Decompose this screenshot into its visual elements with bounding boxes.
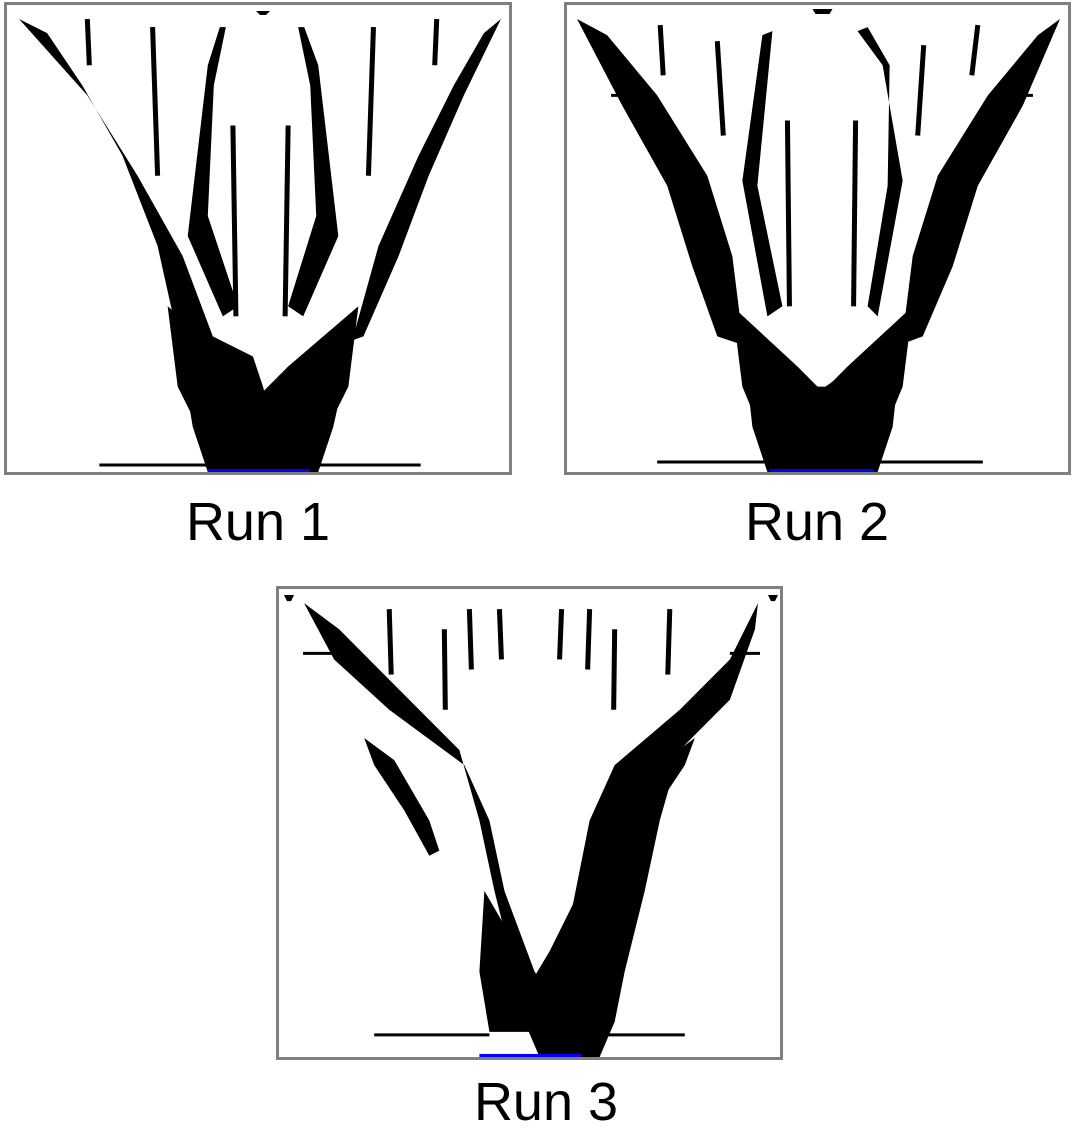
run-2-support	[769, 468, 874, 472]
run-1-topology-plot	[19, 11, 501, 472]
run-1-support	[207, 468, 311, 472]
run-2-panel	[564, 2, 1071, 475]
run-1-caption: Run 1	[185, 492, 331, 552]
run-3-support	[479, 1053, 582, 1057]
run-2-topology-plot	[577, 9, 1060, 472]
run-1-main-body	[19, 19, 501, 472]
run-3-main-body	[304, 603, 758, 1057]
run-3-panel	[276, 586, 783, 1060]
run-2-main-body	[577, 19, 1060, 472]
run-3-caption: Run 3	[473, 1072, 619, 1132]
run-1-panel	[4, 2, 512, 475]
run-3-topology-plot	[284, 595, 778, 1057]
run-2-caption: Run 2	[744, 492, 890, 552]
